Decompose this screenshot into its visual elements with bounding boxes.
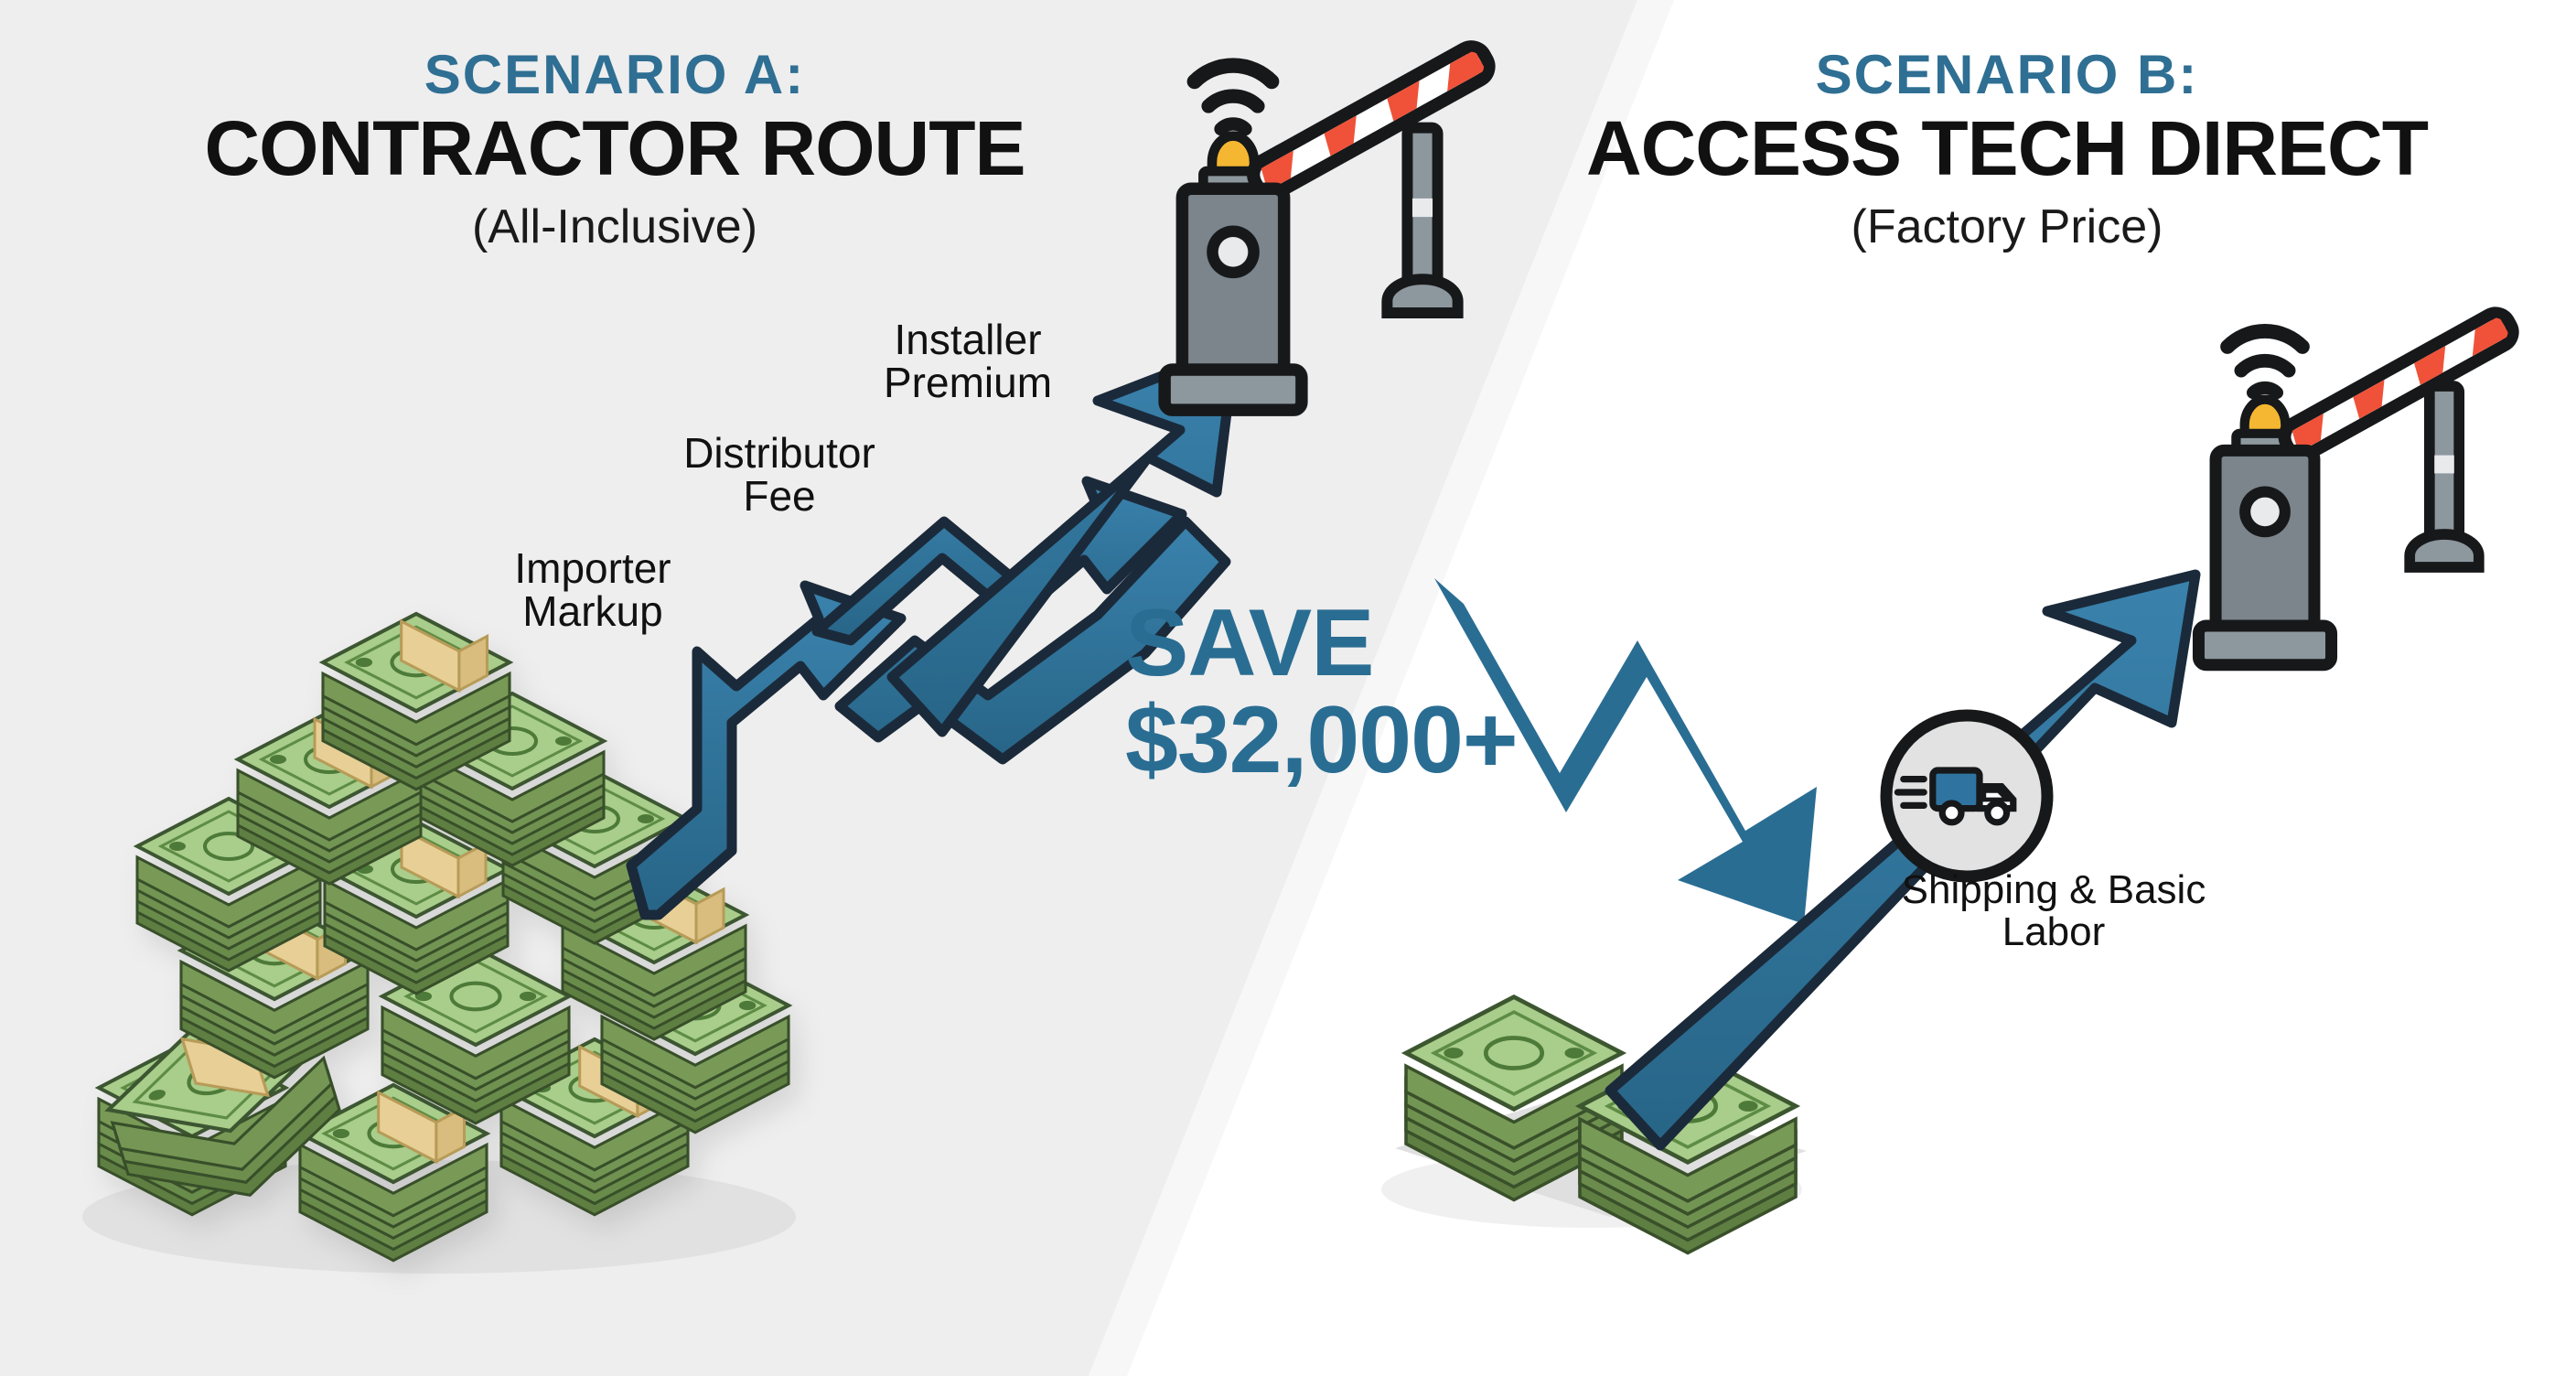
- barrier-gate-icon-right: [2198, 306, 2518, 664]
- savings-down-arrow-icon: [1434, 578, 1817, 924]
- straight-rising-arrow-icon: [1605, 569, 2201, 1151]
- step-line-1: Distributor: [683, 429, 875, 477]
- scenario-a-kicker: SCENARIO A:: [424, 44, 806, 105]
- savings-callout-line-1: SAVE: [1125, 590, 1374, 696]
- step-line-2: Markup: [522, 586, 663, 635]
- savings-callout-amount: $32,000+: [1125, 687, 1519, 794]
- barrier-gate-icon-left: [1165, 40, 1495, 410]
- scenario-a-title: CONTRACTOR ROUTE: [204, 105, 1025, 191]
- scenario-a-subtitle: (All-Inclusive): [471, 200, 758, 253]
- panel-divider: [1089, 0, 1674, 1376]
- step-line-1: Importer: [514, 544, 671, 592]
- bollard-post-icon-left: [1387, 128, 1457, 313]
- zigzag-markup-arrow-icon: [626, 342, 1240, 920]
- scenario-b-kicker: SCENARIO B:: [1815, 44, 2199, 105]
- delivery-truck-icon: [1880, 709, 2054, 883]
- savings-callout: SAVE $32,000+: [1125, 595, 1519, 794]
- step-line-2: Basic Labor: [2002, 867, 2206, 955]
- scenario-b-title: ACCESS TECH DIRECT: [1585, 105, 2429, 191]
- large-money-pile-icon: [92, 614, 789, 1261]
- scenario-b-subtitle: (Factory Price): [1851, 200, 2163, 253]
- step-label-installer-premium: Installer Premium: [803, 318, 1132, 404]
- step-line-1: Shipping &: [1901, 867, 2097, 912]
- step-line-1: Installer: [894, 316, 1042, 363]
- step-label-importer-markup: Importer Markup: [428, 547, 757, 633]
- step-label-shipping-basic-labor: Shipping & Basic Labor: [1862, 867, 2246, 955]
- step-line-2: Premium: [883, 358, 1053, 406]
- step-line-2: Fee: [743, 471, 816, 520]
- bollard-post-icon-right: [2410, 386, 2479, 567]
- step-label-distributor-fee: Distributor Fee: [596, 432, 962, 518]
